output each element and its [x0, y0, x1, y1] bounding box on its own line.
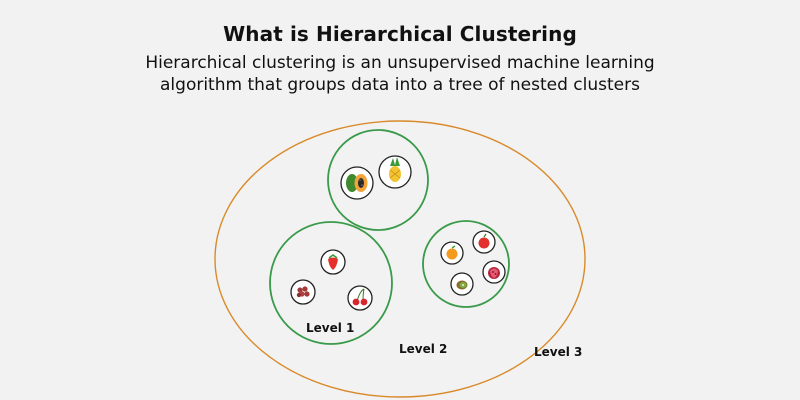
- cherry-item: [347, 285, 373, 311]
- cherry-icon: [352, 288, 368, 306]
- subtitle-line-2: algorithm that groups data into a tree o…: [160, 75, 640, 95]
- level-3-cluster: [214, 120, 586, 398]
- apple-icon: [478, 233, 490, 249]
- orange-icon: [446, 245, 458, 260]
- strawberry-item: [320, 249, 346, 275]
- raspberry-icon: [296, 286, 310, 298]
- strawberry-icon: [328, 254, 338, 270]
- kiwi-icon: [456, 280, 468, 290]
- pineapple-icon: [389, 157, 401, 182]
- right-cluster: [422, 220, 510, 308]
- bottom-left-cluster: [269, 221, 393, 345]
- apple-item: [472, 230, 496, 254]
- papaya-icon: [346, 174, 368, 192]
- subtitle-line-1: Hierarchical clustering is an unsupervis…: [145, 53, 655, 73]
- pomegranate-item: [482, 260, 506, 284]
- orange-item: [440, 241, 464, 265]
- page-title: What is Hierarchical Clustering: [223, 22, 577, 46]
- raspberry-item: [290, 279, 316, 305]
- top-cluster: [327, 129, 429, 231]
- pomegranate-icon: [488, 267, 500, 279]
- level-1-label: Level 1: [306, 321, 354, 335]
- kiwi-item: [450, 272, 474, 296]
- papaya-item: [340, 166, 374, 200]
- pineapple-item: [378, 155, 412, 189]
- level-3-label: Level 3: [534, 345, 582, 359]
- level-2-label: Level 2: [399, 342, 447, 356]
